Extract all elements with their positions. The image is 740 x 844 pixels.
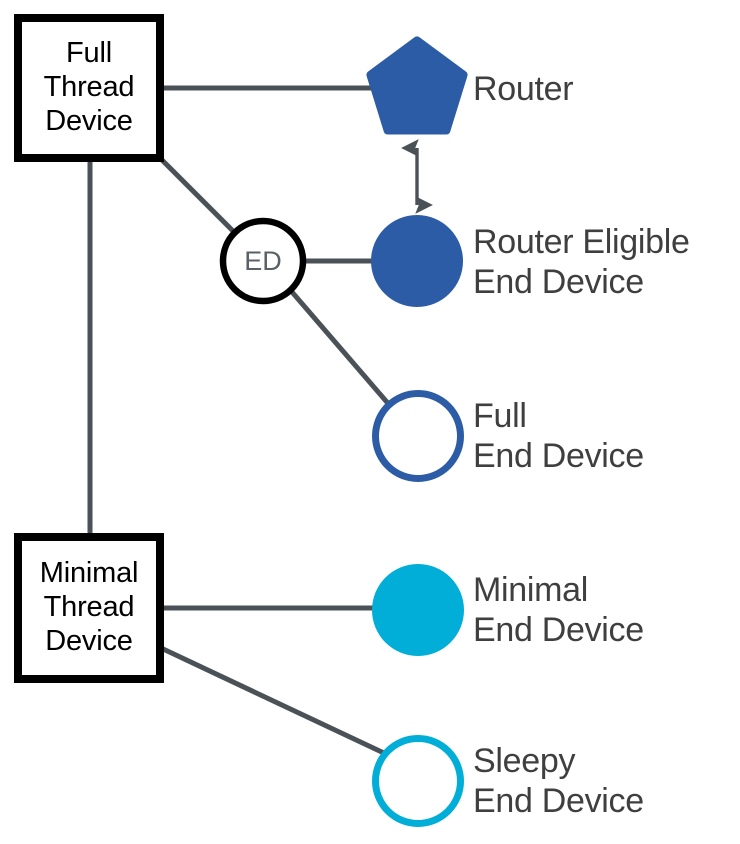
router-pentagon-icon [366,36,468,135]
connector-ed-to-fed [290,290,394,410]
minimal-thread-device-line-1: Minimal [39,557,139,590]
connector-ftd-to-ed [159,157,238,236]
router-eligible-end-device-circle [371,215,463,307]
legend-label-router: Router [473,69,574,109]
end-device-hub-label: ED [244,246,282,276]
legend-reed-line-1: Router Eligible [473,223,690,261]
node-full-thread-device[interactable]: Full Thread Device [14,14,164,162]
legend-med-line-1: Minimal [473,571,589,609]
legend-sed-line-2: End Device [473,782,644,821]
full-end-device-circle [372,390,464,482]
legend-label-minimal-end-device: Minimal End Device [473,570,644,650]
full-thread-device-line-2: Thread [43,71,135,104]
legend-router-line-1: Router [473,70,574,108]
connector-mtd-to-sed [159,645,390,758]
legend-label-sleepy-end-device: Sleepy End Device [473,741,644,821]
end-device-hub-circle [219,217,307,305]
node-minimal-thread-device[interactable]: Minimal Thread Device [14,533,164,683]
full-thread-device-line-3: Device [45,104,133,137]
minimal-end-device-circle [372,564,464,656]
legend-reed-line-2: End Device [473,263,644,302]
legend-fed-line-1: Full [473,397,527,435]
legend-label-router-eligible-end-device: Router Eligible End Device [473,222,690,302]
minimal-thread-device-line-3: Device [45,624,133,657]
sleepy-end-device-circle [372,735,464,827]
legend-label-full-end-device: Full End Device [473,396,644,476]
legend-med-line-2: End Device [473,611,644,650]
full-thread-device-line-1: Full [66,37,112,70]
minimal-thread-device-line-2: Thread [43,591,135,624]
legend-sed-line-1: Sleepy [473,742,576,780]
legend-fed-line-2: End Device [473,437,644,476]
